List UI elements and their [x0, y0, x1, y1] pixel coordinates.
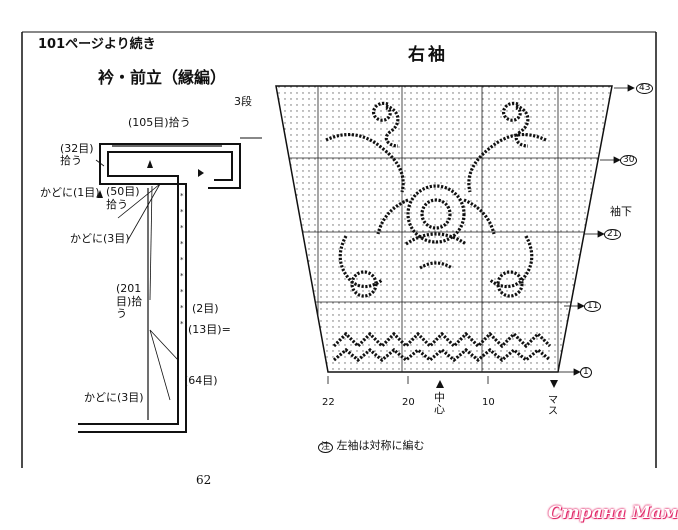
row-marker-1: 1: [580, 367, 592, 378]
page-number: 62: [196, 473, 212, 487]
continuation-header: 101ページより続き: [38, 37, 156, 52]
row-marker-11: 11: [584, 301, 602, 312]
bottom-label-masu: マス: [548, 395, 558, 417]
svg-text:*: *: [180, 224, 184, 232]
svg-text:*: *: [180, 192, 184, 200]
collar-title: 衿・前立（縁編）: [98, 68, 227, 87]
row-marker-43: 43: [636, 83, 654, 94]
label-sixty-four: (64目): [184, 374, 218, 387]
bottom-label-22: 22: [322, 397, 335, 408]
center-label: 中心: [434, 391, 445, 417]
svg-text:*: *: [180, 288, 184, 296]
sleeve-note-text: 左袖は対称に編む: [336, 439, 425, 452]
label-pick-50: (50目)拾う: [106, 185, 140, 211]
label-thirteen: (13目)=: [188, 323, 231, 336]
svg-text:*: *: [180, 208, 184, 216]
sleeve-title: 右袖: [408, 45, 448, 65]
row-marker-21: 21: [604, 229, 622, 240]
label-corner-3-top: かどに(3目): [70, 232, 130, 245]
cuff-label: 袖下: [610, 205, 632, 218]
svg-text:*: *: [180, 320, 184, 328]
svg-text:*: *: [180, 272, 184, 280]
watermark: Страна Мам: [548, 503, 678, 523]
sleeve-note: 注 左袖は対称に編む: [318, 440, 425, 453]
label-corner-1: かどに(1目): [40, 186, 100, 199]
row-marker-30: 30: [620, 155, 638, 166]
label-two: (2目): [192, 302, 219, 315]
label-pick-201: (201目)拾う: [116, 282, 143, 321]
bottom-label-10: 10: [482, 397, 495, 408]
label-corner-3-bottom: かどに(3目): [84, 391, 144, 404]
label-rows-3: 3段: [234, 95, 252, 108]
svg-text:*: *: [180, 240, 184, 248]
svg-text:*: *: [180, 304, 184, 312]
bottom-label-20: 20: [402, 397, 415, 408]
label-pick-32: (32目)拾う: [60, 142, 94, 168]
label-pick-105: (105目)拾う: [128, 116, 191, 129]
note-mark: 注: [318, 442, 334, 453]
svg-text:*: *: [180, 256, 184, 264]
